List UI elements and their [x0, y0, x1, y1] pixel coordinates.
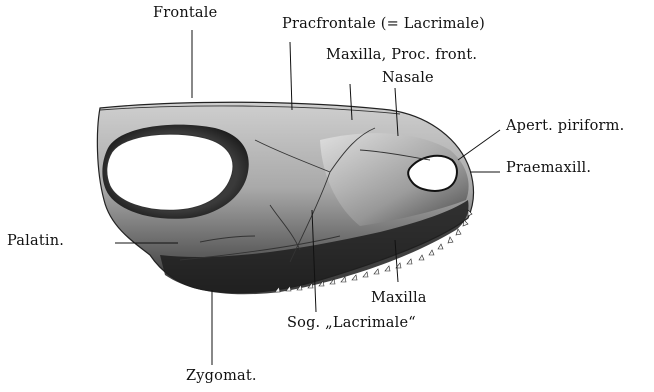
label-palatin: Palatin.	[7, 233, 64, 249]
label-praemaxill: Praemaxill.	[506, 160, 591, 176]
label-praefrontale: Pracfrontale (= Lacrimale)	[282, 16, 485, 32]
orbit-opening	[107, 134, 233, 210]
label-sog-lacrimale: Sog. „Lacrimale“	[287, 315, 416, 331]
label-maxilla-proc-front: Maxilla, Proc. front.	[326, 47, 477, 63]
label-nasale: Nasale	[382, 70, 434, 86]
label-maxilla: Maxilla	[371, 290, 427, 306]
label-apert-piriform: Apert. piriform.	[506, 118, 624, 134]
label-frontale: Frontale	[153, 5, 217, 21]
label-zygomat: Zygomat.	[186, 368, 257, 384]
